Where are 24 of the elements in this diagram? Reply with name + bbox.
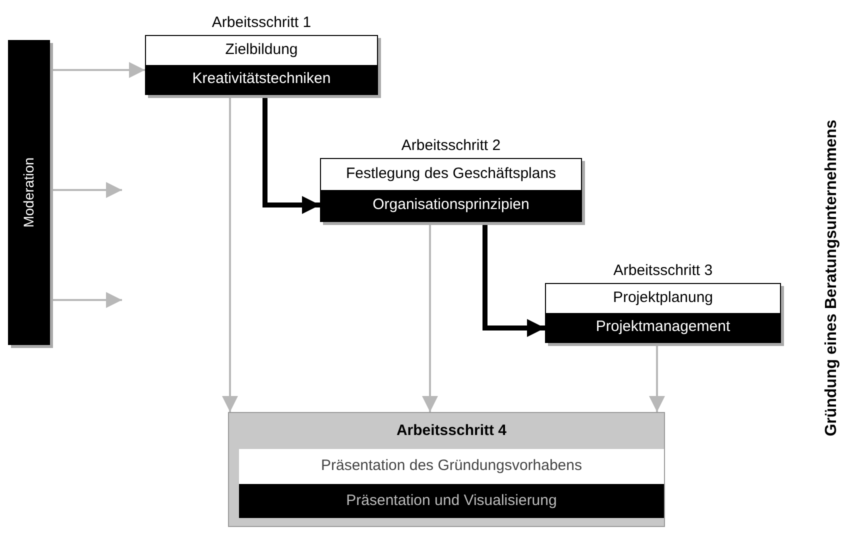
step-heading: Arbeitsschritt 4 [396,420,507,441]
moderation-bar [8,40,50,345]
step-method-band: Organisationsprinzipien [321,190,581,221]
bar-label: Moderation [20,157,36,228]
arrow [222,95,238,412]
arrow [482,222,545,337]
step-method-band: Kreativitätstechniken [146,65,377,94]
step-heading: Arbeitsschritt 1 [212,14,312,31]
step-method-band: Projektmanagement [546,313,780,342]
arrow [262,95,320,214]
step-title: Projektplanung [612,288,714,308]
step-title: Festlegung des Geschäftsplans [346,164,556,184]
step-title: Zielbildung [225,40,298,60]
step-heading: Arbeitsschritt 2 [401,137,501,154]
step-panel [228,412,665,527]
arrow [649,343,665,412]
arrow [50,292,122,308]
step-method-band: Präsentation und Visualisierung [239,484,664,518]
arrow [422,222,438,412]
arrow [50,182,122,198]
side-title: Gründung eines Beratungsunternehmens [823,120,840,436]
step-title: Präsentation des Gründungsvorhabens [320,456,582,476]
arrow [50,62,145,78]
step-heading: Arbeitsschritt 3 [613,262,713,279]
